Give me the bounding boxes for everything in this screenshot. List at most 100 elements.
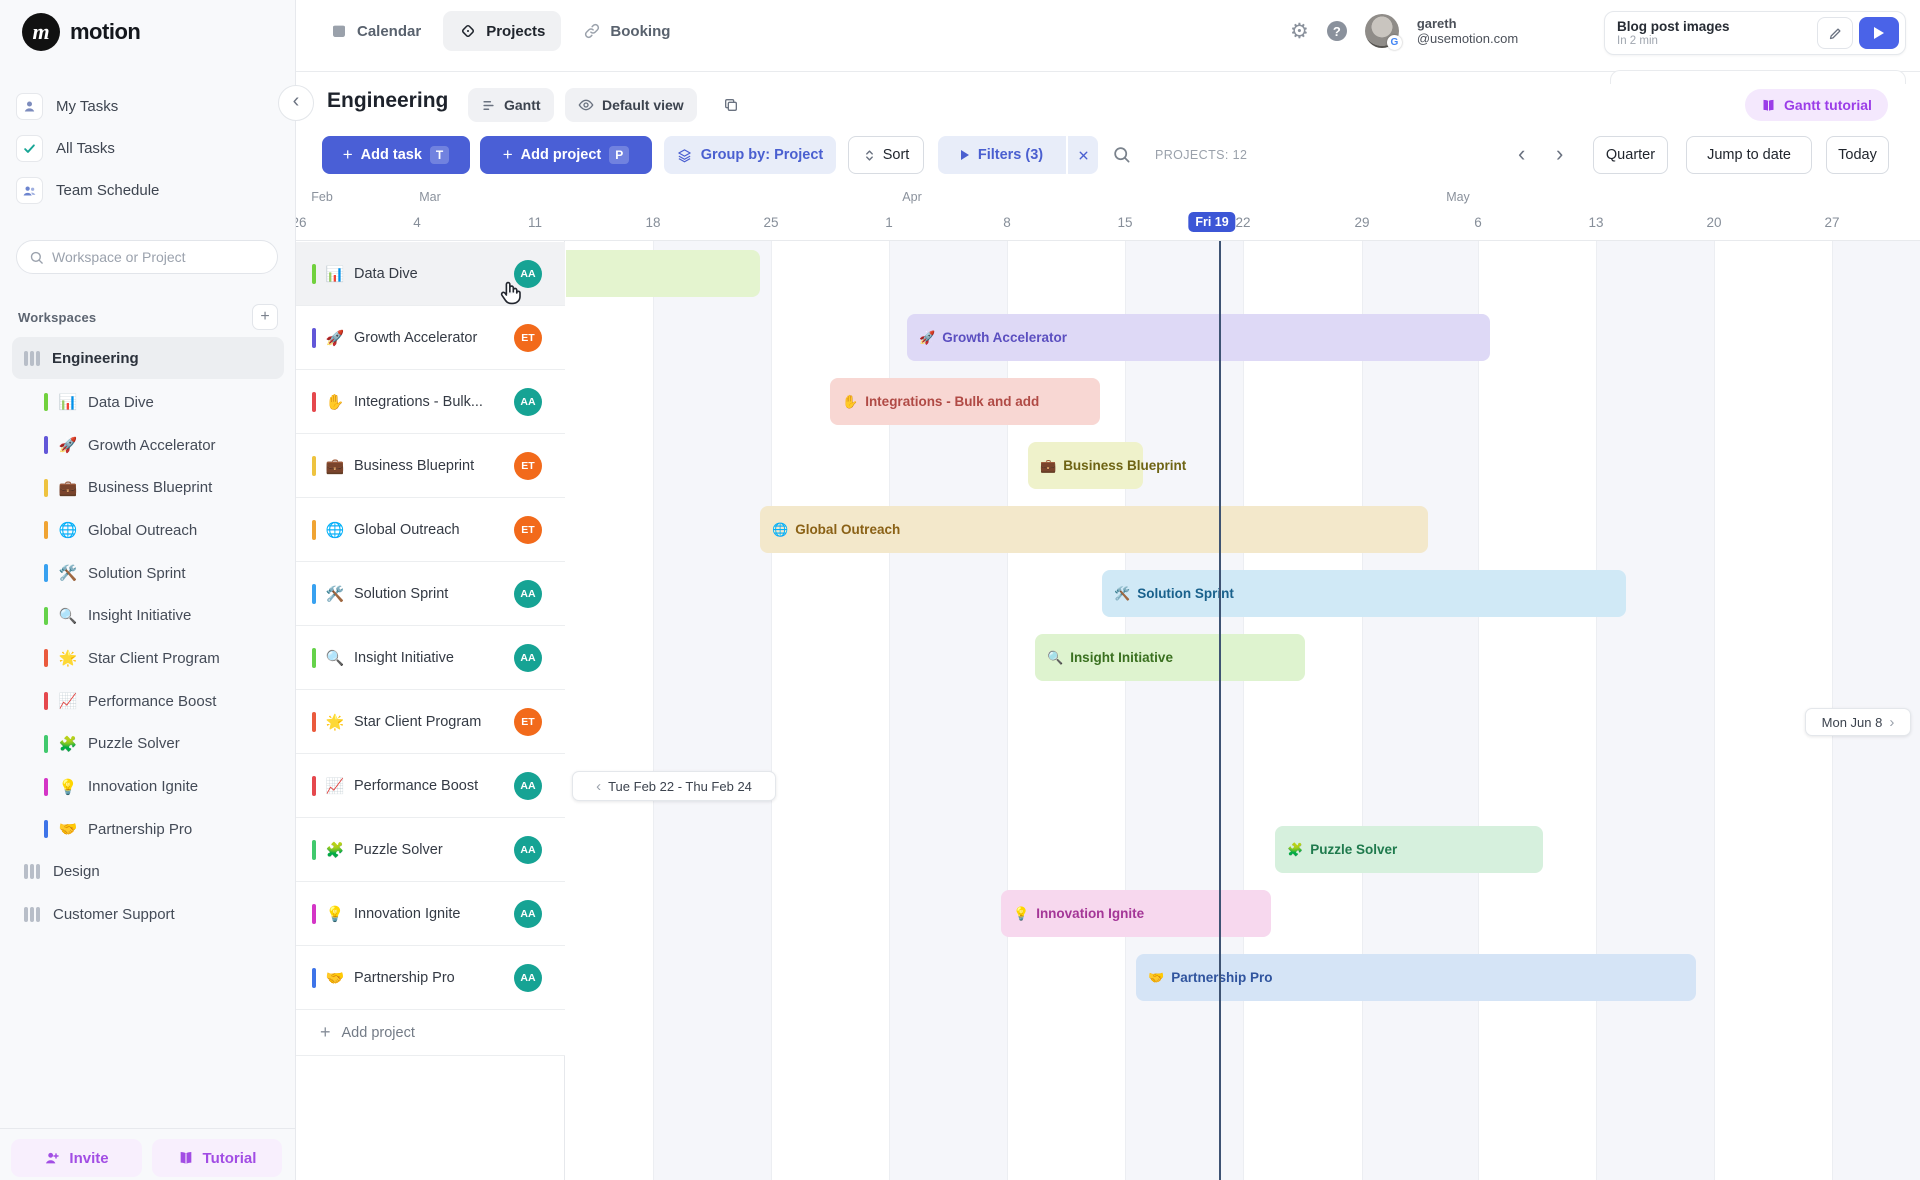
sidebar-project-data-dive[interactable]: 📊Data Dive	[0, 381, 296, 424]
clear-filters-button[interactable]	[1068, 136, 1098, 174]
gantt-bar-solution-sprint[interactable]: 🛠️Solution Sprint	[1102, 570, 1626, 617]
sidebar-project-partnership-pro[interactable]: 🤝Partnership Pro	[0, 808, 296, 851]
gantt-tutorial-button[interactable]: Gantt tutorial	[1745, 89, 1888, 121]
gantt-bar-global-outreach[interactable]: 🌐Global Outreach	[760, 506, 1428, 553]
gantt-offscreen-pill-performance-boost[interactable]: ‹Tue Feb 22 - Thu Feb 24	[572, 771, 776, 801]
sidebar-project-innovation-ignite[interactable]: 💡Innovation Ignite	[0, 765, 296, 808]
sidebar-search[interactable]	[16, 240, 278, 274]
sidebar-item-engineering[interactable]: Engineering	[12, 337, 284, 379]
gantt-bar-growth-accelerator[interactable]: 🚀Growth Accelerator	[907, 314, 1490, 361]
next-period-button[interactable]: ›	[1556, 141, 1564, 166]
bar-label: Business Blueprint	[1063, 458, 1187, 473]
quarter-button[interactable]: Quarter	[1593, 136, 1668, 174]
timeline-search-icon[interactable]	[1112, 145, 1131, 164]
gantt-bar-business-blueprint[interactable]: 💼Business Blueprint	[1028, 442, 1186, 489]
gantt-bar-integrations-bulk-[interactable]: ✋Integrations - Bulk and add	[830, 378, 1100, 425]
gantt-offscreen-pill-star-client-program[interactable]: Mon Jun 8›	[1805, 708, 1911, 736]
add-workspace-button[interactable]: +	[252, 304, 278, 330]
add-project-row[interactable]: +Add project	[296, 1010, 565, 1056]
sidebar-workspace-customer-support[interactable]: Customer Support	[0, 893, 296, 936]
help-icon[interactable]: ?	[1326, 21, 1347, 41]
timeline-tick-label: 6	[1474, 215, 1482, 230]
copy-icon	[725, 99, 737, 111]
filters-button[interactable]: Filters (3)	[938, 136, 1066, 174]
collapse-sidebar-button[interactable]: ‹	[278, 85, 314, 121]
workspace-icon	[24, 864, 40, 880]
week-shade-band	[1362, 241, 1478, 1180]
edit-task-button[interactable]	[1817, 17, 1853, 49]
prev-period-button[interactable]: ‹	[1518, 141, 1526, 166]
task-widget[interactable]: Blog post images In 2 min	[1604, 11, 1906, 55]
project-color-bar	[312, 839, 316, 860]
project-emoji-icon: ✋	[325, 393, 345, 411]
project-color-bar	[44, 436, 48, 455]
project-row-name: Integrations - Bulk...	[354, 393, 483, 410]
motion-logo[interactable]: m motion	[22, 13, 141, 51]
gear-icon[interactable]: ⚙	[1290, 19, 1309, 43]
project-emoji-icon: 🌐	[325, 521, 345, 539]
sidebar-workspace-design[interactable]: Design	[0, 851, 296, 894]
add-project-button[interactable]: + Add project P	[480, 136, 652, 174]
avatar-badge: AA	[514, 387, 542, 416]
tutorial-button[interactable]: Tutorial	[152, 1139, 282, 1177]
avatar-badge: AA	[514, 899, 542, 928]
sidebar-project-global-outreach[interactable]: 🌐Global Outreach	[0, 509, 296, 552]
sidebar-project-solution-sprint[interactable]: 🛠️Solution Sprint	[0, 552, 296, 595]
sidebar-item-all-tasks[interactable]: All Tasks	[16, 130, 115, 166]
tab-projects[interactable]: Projects	[443, 11, 562, 51]
search-input[interactable]	[52, 249, 252, 265]
copy-view-button[interactable]	[714, 88, 748, 122]
start-task-button[interactable]	[1859, 17, 1899, 49]
diamond-icon	[462, 24, 475, 38]
sidebar-project-performance-boost[interactable]: 📈Performance Boost	[0, 680, 296, 723]
gantt-bar-partnership-pro[interactable]: 🤝Partnership Pro	[1136, 954, 1696, 1001]
gantt-bar-innovation-ignite[interactable]: 💡Innovation Ignite	[1001, 890, 1271, 937]
diamond-icon	[459, 22, 477, 40]
tab-booking[interactable]: Booking	[567, 11, 686, 51]
project-emoji-icon: 🌟	[325, 713, 345, 731]
gantt-bar-puzzle-solver[interactable]: 🧩Puzzle Solver	[1275, 826, 1543, 873]
play-icon	[1874, 27, 1884, 39]
default-view-chip[interactable]: Default view	[565, 88, 697, 122]
sidebar-project-growth-accelerator[interactable]: 🚀Growth Accelerator	[0, 424, 296, 467]
invite-button[interactable]: Invite	[11, 1139, 142, 1177]
project-color-bar	[44, 606, 48, 625]
sidebar-project-puzzle-solver[interactable]: 🧩Puzzle Solver	[0, 723, 296, 766]
timeline-tick-label: 22	[1235, 215, 1251, 230]
group-by-button[interactable]: Group by: Project	[664, 136, 836, 174]
tab-calendar[interactable]: Calendar	[314, 11, 437, 51]
gantt-bar-insight-initiative[interactable]: 🔍Insight Initiative	[1035, 634, 1305, 681]
task-widget-title: Blog post images	[1617, 19, 1730, 34]
project-row-integrations-bulk-[interactable]: ✋ Integrations - Bulk... AA	[296, 370, 565, 434]
project-emoji-icon: 💡	[58, 778, 78, 796]
sidebar-project-business-blueprint[interactable]: 💼Business Blueprint	[0, 466, 296, 509]
today-label: Today	[1838, 147, 1877, 163]
sidebar-item-team-schedule[interactable]: Team Schedule	[16, 172, 159, 208]
sidebar-project-insight-initiative[interactable]: 🔍Insight Initiative	[0, 594, 296, 637]
gantt-bar-data-dive[interactable]	[566, 250, 760, 297]
week-gridline	[1007, 241, 1008, 1180]
person-icon	[16, 92, 43, 120]
sort-button[interactable]: Sort	[848, 136, 924, 174]
add-task-button[interactable]: + Add task T	[322, 136, 470, 174]
gantt-view-chip[interactable]: Gantt	[468, 88, 554, 122]
today-button[interactable]: Today	[1826, 136, 1889, 174]
sidebar-item-my-tasks[interactable]: My Tasks	[16, 88, 118, 124]
jump-to-date-button[interactable]: Jump to date	[1686, 136, 1812, 174]
avatar-badge: AA	[514, 963, 542, 992]
sidebar-menu-label: My Tasks	[56, 97, 119, 115]
sidebar-project-star-client-program[interactable]: 🌟Star Client Program	[0, 637, 296, 680]
avatar[interactable]: G	[1364, 14, 1402, 50]
project-emoji-icon: 🤝	[325, 969, 345, 987]
